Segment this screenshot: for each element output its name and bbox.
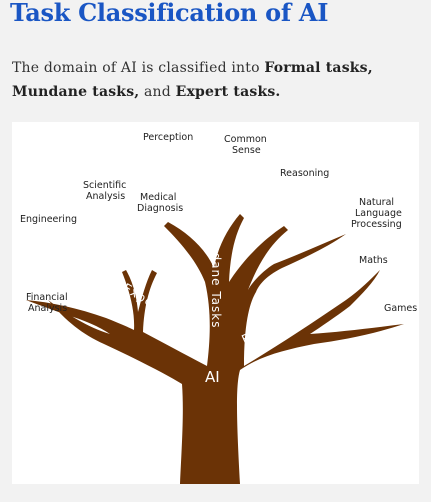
tree-trunk — [26, 214, 404, 484]
leaf-label-games: Games — [384, 303, 417, 314]
leaf-label-common-sense: Common — [224, 134, 267, 145]
leaf-label-maths: Maths — [359, 255, 388, 266]
leaf-label-financial-analysis: Analysis — [28, 303, 67, 314]
leaf-label-medical-diagnosis: Diagnosis — [137, 203, 183, 214]
branch-label-expert: Expert tasks — [120, 281, 201, 338]
leaf-label-common-sense: Sense — [232, 145, 261, 156]
ai-task-tree-figure: Mundane Tasks Expert tasks Formal tasks … — [12, 122, 419, 484]
leaf-label-perception: Perception — [143, 132, 193, 143]
root-label-ai: AI — [205, 368, 220, 386]
leaf-label-scientific-analysis: Analysis — [86, 191, 125, 202]
tree-shape — [26, 214, 404, 484]
mundane-tasks-term: Mundane tasks, — [12, 84, 140, 100]
leaf-label-reasoning: Reasoning — [280, 168, 329, 179]
formal-tasks-term: Formal tasks, — [264, 60, 373, 76]
leaf-label-scientific-analysis: Scientific — [83, 180, 126, 191]
leaf-label-medical-diagnosis: Medical — [140, 192, 176, 203]
intro-paragraph: The domain of AI is classified into Form… — [12, 56, 422, 104]
intro-text: The domain of AI is classified into — [12, 60, 265, 76]
leaf-label-financial-analysis: Financial — [26, 292, 68, 303]
expert-tasks-term: Expert tasks. — [175, 84, 281, 100]
page-title: Task Classification of AI — [10, 0, 329, 27]
leaf-label-nlp: Processing — [351, 219, 402, 230]
leaf-label-engineering: Engineering — [20, 214, 77, 225]
tree-diagram: Mundane Tasks Expert tasks Formal tasks … — [20, 132, 417, 484]
branch-label-mundane: Mundane Tasks — [209, 224, 223, 329]
leaf-label-nlp: Language — [355, 208, 402, 219]
leaf-label-nlp: Natural — [359, 197, 394, 208]
intro-text: and — [139, 84, 176, 100]
